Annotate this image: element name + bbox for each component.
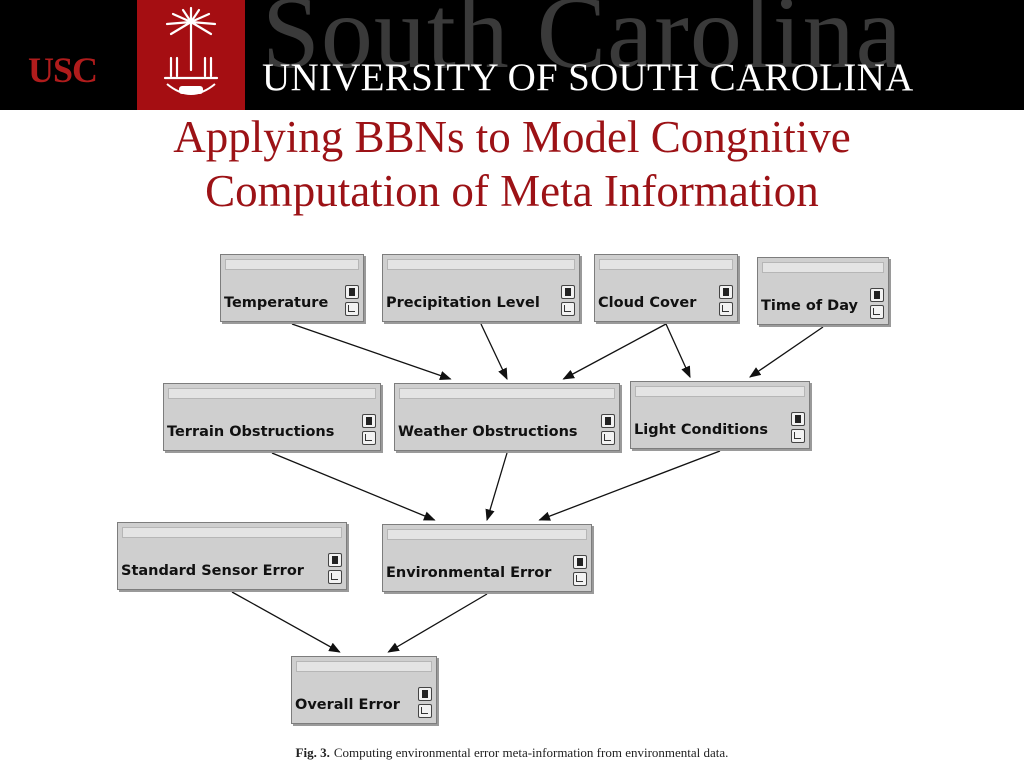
node-expand-icon[interactable] (561, 302, 575, 316)
edge-environmental-to-overall (387, 593, 488, 653)
node-title-bar (387, 529, 587, 540)
header-banner: South Carolina USC UNIVERSITY OF SOUTH C… (0, 0, 1024, 110)
node-monitor-icon[interactable] (573, 555, 587, 569)
node-title-bar (399, 388, 615, 399)
node-weather-obstructions[interactable]: Weather Obstructions (394, 383, 620, 451)
slide-title-line-1: Applying BBNs to Model Congnitive (173, 112, 851, 162)
node-cloud-cover[interactable]: Cloud Cover (594, 254, 738, 322)
edge-cloud-to-weather (562, 323, 667, 380)
node-monitor-icon[interactable] (418, 687, 432, 701)
node-title-bar (122, 527, 342, 538)
node-label: Standard Sensor Error (121, 563, 304, 579)
edge-temperature-to-weather (291, 323, 452, 380)
node-light-conditions[interactable]: Light Conditions (630, 381, 810, 449)
node-terrain-obstructions[interactable]: Terrain Obstructions (163, 383, 381, 451)
node-expand-icon[interactable] (362, 431, 376, 445)
node-title-bar (296, 661, 432, 672)
node-expand-icon[interactable] (573, 572, 587, 586)
node-title-bar (387, 259, 575, 270)
node-label: Overall Error (295, 697, 400, 713)
figure-caption-label: Fig. 3. (295, 745, 330, 760)
node-environmental-error[interactable]: Environmental Error (382, 524, 592, 592)
edge-weather-to-environmental (485, 452, 508, 522)
node-precipitation-level[interactable]: Precipitation Level (382, 254, 580, 322)
palmetto-seal-logo (137, 0, 245, 110)
slide-title-line-2: Computation of Meta Information (205, 166, 819, 216)
university-name: UNIVERSITY OF SOUTH CAROLINA (262, 56, 914, 99)
edge-light-to-environmental (538, 450, 721, 521)
node-title-bar (168, 388, 376, 399)
node-title-bar (225, 259, 359, 270)
node-label: Light Conditions (634, 422, 768, 438)
node-label: Weather Obstructions (398, 424, 578, 440)
node-overall-error[interactable]: Overall Error (291, 656, 437, 724)
node-expand-icon[interactable] (870, 305, 884, 319)
edge-terrain-to-environmental (271, 452, 436, 521)
edge-precipitation-to-weather (480, 323, 508, 381)
node-title-bar (599, 259, 733, 270)
node-monitor-icon[interactable] (870, 288, 884, 302)
figure-caption: Fig. 3.Computing environmental error met… (0, 745, 1024, 761)
node-monitor-icon[interactable] (362, 414, 376, 428)
south-carolina-watermark: South Carolina (262, 0, 903, 90)
edge-cloud-to-light (665, 323, 691, 379)
node-standard-sensor-error[interactable]: Standard Sensor Error (117, 522, 347, 590)
usc-logo-text: USC (28, 50, 98, 90)
node-title-bar (762, 262, 884, 273)
node-label: Terrain Obstructions (167, 424, 335, 440)
node-expand-icon[interactable] (328, 570, 342, 584)
node-monitor-icon[interactable] (719, 285, 733, 299)
node-expand-icon[interactable] (719, 302, 733, 316)
node-label: Temperature (224, 295, 329, 311)
node-monitor-icon[interactable] (791, 412, 805, 426)
node-monitor-icon[interactable] (561, 285, 575, 299)
figure-caption-text: Computing environmental error meta-infor… (333, 745, 729, 760)
edge-sensor-to-overall (231, 591, 341, 653)
node-expand-icon[interactable] (601, 431, 615, 445)
edge-timeofday-to-light (749, 326, 824, 378)
node-time-of-day[interactable]: Time of Day (757, 257, 889, 325)
slide-title: Applying BBNs to Model Congnitive Comput… (0, 110, 1024, 218)
node-expand-icon[interactable] (418, 704, 432, 718)
node-label: Time of Day (761, 298, 858, 314)
node-title-bar (635, 386, 805, 397)
node-label: Cloud Cover (598, 295, 697, 311)
node-label: Precipitation Level (386, 295, 540, 311)
node-monitor-icon[interactable] (328, 553, 342, 567)
node-expand-icon[interactable] (791, 429, 805, 443)
node-monitor-icon[interactable] (601, 414, 615, 428)
node-temperature[interactable]: Temperature (220, 254, 364, 322)
node-expand-icon[interactable] (345, 302, 359, 316)
node-monitor-icon[interactable] (345, 285, 359, 299)
node-label: Environmental Error (386, 565, 552, 581)
